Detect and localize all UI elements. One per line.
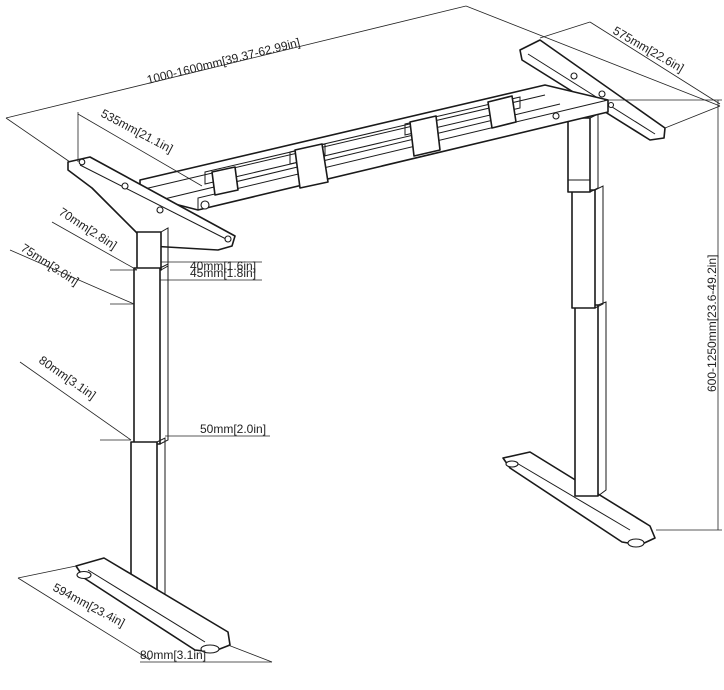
width-dimension-label: 1000-1600mm[39.37-62.99in] — [145, 35, 301, 87]
left-column-mid — [133, 267, 161, 445]
right-column-low — [574, 304, 599, 497]
dimension-lines — [5, 5, 722, 663]
foot-width-label: 80mm[3.1in] — [140, 648, 206, 662]
column-low-inner-label: 50mm[2.0in] — [200, 422, 266, 436]
left-bracket — [67, 156, 236, 251]
left-foot — [75, 557, 231, 653]
right-column-mid — [571, 189, 596, 309]
left-leg — [75, 227, 231, 654]
column-top-inner-label: 40mm[1.6in] — [190, 259, 256, 273]
column-top-outer-label: 70mm[2.8in] — [56, 205, 119, 253]
right-leg — [502, 113, 656, 548]
right-bracket — [519, 39, 666, 141]
height-dimension-label: 600-1250mm[23.6-49.2in] — [705, 255, 719, 392]
right-column-top — [567, 117, 591, 193]
column-mid-outer-label: 75mm[3.0in] — [18, 241, 81, 289]
column-mid-inner-label: 45mm[1.8in] — [190, 266, 256, 280]
left-column-top — [136, 231, 162, 271]
crossbar — [139, 84, 609, 211]
